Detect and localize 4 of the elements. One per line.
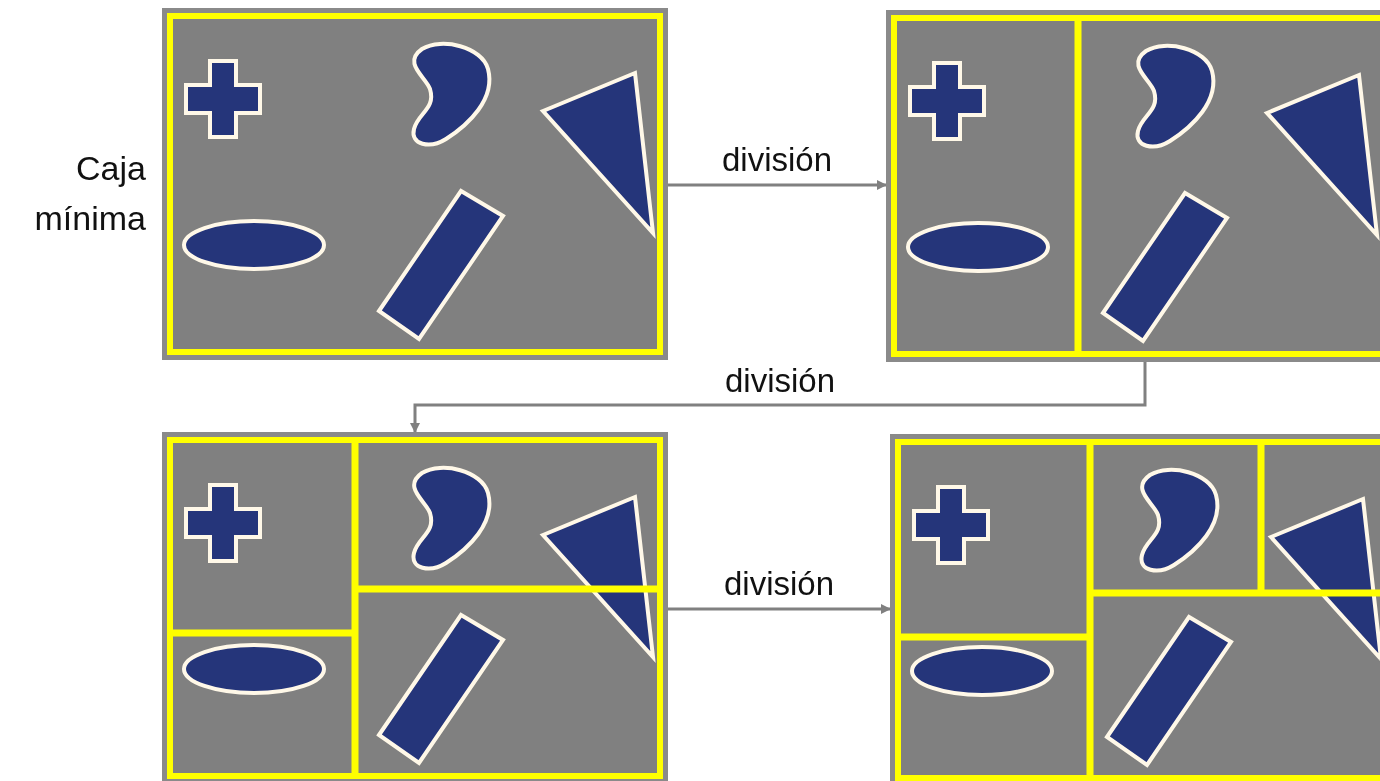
arrow	[410, 362, 1147, 433]
arrow	[668, 180, 887, 190]
side-label: Caja mínima	[33, 148, 146, 239]
arrow	[668, 604, 891, 614]
